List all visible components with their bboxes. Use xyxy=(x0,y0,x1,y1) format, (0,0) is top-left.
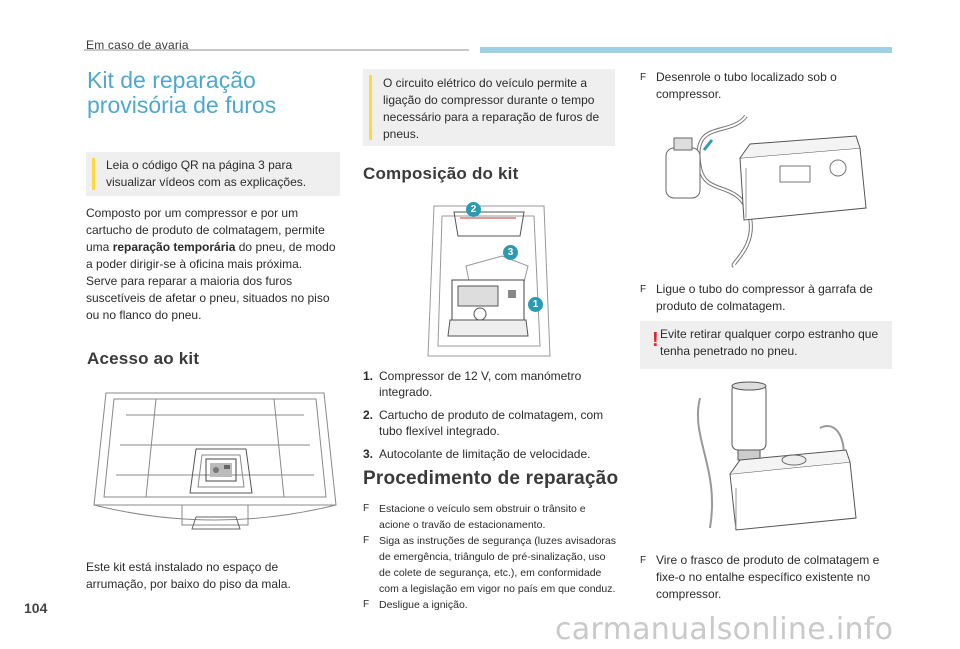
callout-2: 2 xyxy=(466,202,481,217)
bullet-icon: F xyxy=(640,72,647,83)
trunk-illustration xyxy=(86,385,344,537)
page-number: 104 xyxy=(24,600,48,616)
bullet-icon: F xyxy=(640,555,647,566)
info-qr-text: Leia o código QR na página 3 para visual… xyxy=(106,158,307,189)
cartridge-image xyxy=(696,381,857,531)
item-number: 1. xyxy=(363,369,374,383)
item-text: Compressor de 12 V, com manómetro integr… xyxy=(379,369,582,399)
intro-bold: reparação temporária xyxy=(112,240,236,254)
info-box-circuit: O circuito elétrico do veículo permite a… xyxy=(363,69,615,146)
hose-image xyxy=(665,114,867,268)
list-item: 1. Compressor de 12 V, com manómetro int… xyxy=(363,368,615,400)
section-label: Em caso de avaria xyxy=(86,38,189,52)
step-text: Siga as instruções de segurança (luzes a… xyxy=(379,535,616,595)
info-icon xyxy=(369,75,372,140)
list-item: F Siga as instruções de segurança (luzes… xyxy=(363,533,619,597)
callout-1: 1 xyxy=(528,297,543,312)
access-text: Este kit está instalado no espaço de arr… xyxy=(86,560,291,591)
item-text: Autocolante de limitação de velocidade. xyxy=(379,447,591,461)
bullet-icon: F xyxy=(363,535,370,546)
info-icon xyxy=(92,158,95,190)
step-text: Estacione o veículo sem obstruir o trâns… xyxy=(379,503,586,531)
step-connect: F Ligue o tubo do compressor à garrafa d… xyxy=(640,281,880,315)
step-connect-text: Ligue o tubo do compressor à garrafa de … xyxy=(656,282,873,313)
procedure-steps: F Estacione o veículo sem obstruir o trâ… xyxy=(363,501,619,613)
step-text: Desligue a ignição. xyxy=(379,599,468,611)
bullet-icon: F xyxy=(640,284,647,295)
procedure-heading: Procedimento de reparação xyxy=(363,468,619,489)
page-title: Kit de reparação provisória de furos xyxy=(87,67,277,118)
watermark: carmanualsonline.info xyxy=(555,612,894,647)
access-heading: Acesso ao kit xyxy=(87,349,200,368)
list-item: F Desligue a ignição. xyxy=(363,597,619,613)
list-item: 3. Autocolante de limitação de velocidad… xyxy=(363,446,615,462)
callout-3-label: 3 xyxy=(507,247,514,258)
bullet-icon: F xyxy=(363,599,370,610)
item-number: 2. xyxy=(363,408,374,422)
kit-items-list: 1. Compressor de 12 V, com manómetro int… xyxy=(363,368,615,469)
info-box-qr: Leia o código QR na página 3 para visual… xyxy=(86,152,340,196)
trunk-image xyxy=(93,392,337,530)
warning-icon: ! xyxy=(652,329,659,351)
item-number: 3. xyxy=(363,447,374,461)
callout-2-label: 2 xyxy=(470,204,477,215)
list-item: 2. Cartucho de produto de colmatagem, co… xyxy=(363,407,615,439)
cartridge-illustration xyxy=(690,378,870,546)
header-accent-bar xyxy=(480,47,892,53)
intro-text-3: Serve para reparar a maioria dos furos s… xyxy=(86,274,330,322)
list-item: F Estacione o veículo sem obstruir o trâ… xyxy=(363,501,619,533)
step-turn: F Vire o frasco de produto de colmatagem… xyxy=(640,552,880,603)
kit-image xyxy=(427,205,551,357)
header-divider xyxy=(84,49,469,51)
callout-3: 3 xyxy=(503,245,518,260)
step-unroll-text: Desenrole o tubo localizado sob o compre… xyxy=(656,70,837,101)
kit-heading: Composição do kit xyxy=(363,164,519,183)
hose-illustration xyxy=(660,108,870,268)
item-text: Cartucho de produto de colmatagem, com t… xyxy=(379,408,604,438)
step-unroll: F Desenrole o tubo localizado sob o comp… xyxy=(640,69,880,103)
intro-text-1: Composto por um compressor e por um cart… xyxy=(86,206,325,254)
callout-1-label: 1 xyxy=(532,299,539,310)
warning-box: ! Evite retirar qualquer corpo estranho … xyxy=(640,321,892,369)
intro-paragraph: Composto por um compressor e por um cart… xyxy=(86,205,344,324)
info-circuit-text: O circuito elétrico do veículo permite a… xyxy=(383,76,600,141)
kit-illustration: 2 3 1 xyxy=(424,196,554,360)
intro-text-2: do pneu, de modo a poder dirigir-se à of… xyxy=(86,240,336,271)
step-turn-text: Vire o frasco de produto de colmatagem e… xyxy=(656,553,880,601)
warning-text: Evite retirar qualquer corpo estranho qu… xyxy=(660,327,879,358)
bullet-icon: F xyxy=(363,503,370,514)
